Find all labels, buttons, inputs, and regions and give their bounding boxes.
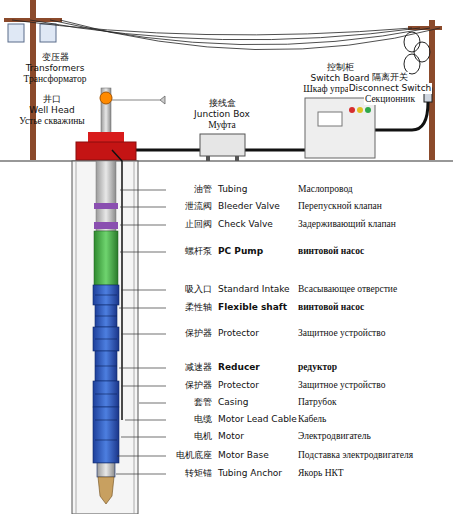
part-label: Кабель — [298, 414, 326, 425]
leader-line — [121, 290, 166, 291]
part-label: Устье скважины — [19, 116, 84, 127]
part-label: Электродвигатель — [298, 431, 371, 442]
part-label: Якорь НКТ — [298, 468, 344, 479]
part-label: Junction Box — [194, 109, 250, 120]
part-label: 套管 — [194, 397, 212, 408]
part-label: Перепускной клапан — [298, 201, 382, 212]
power-cable — [122, 102, 428, 150]
part-label: Секционник — [364, 94, 416, 105]
wellhead-base — [76, 142, 136, 160]
part-label: Муфта — [208, 120, 235, 131]
part-label: Bleeder Valve — [218, 201, 280, 212]
part-label: Tubing Anchor — [218, 468, 282, 479]
part-label: PC Pump — [218, 246, 263, 257]
part-label: Protector — [218, 328, 259, 339]
ground-line — [0, 160, 453, 161]
part-label: Маслопровод — [298, 184, 353, 195]
leader-line — [121, 334, 166, 335]
part-label: 泄流阀 — [185, 201, 212, 212]
part-label: 止回阀 — [185, 219, 212, 230]
leader-line — [120, 225, 166, 226]
part-label: Disconnect Switch — [348, 83, 433, 94]
leader-line — [119, 308, 166, 309]
downhole-assembly — [93, 285, 119, 477]
part-label: Защитное устройство — [298, 380, 385, 391]
part-label: 保护器 — [185, 328, 212, 339]
motor-lead-cable — [112, 150, 122, 420]
part-label: винтовой насос — [298, 246, 364, 257]
leader-line — [116, 474, 166, 475]
part-label: Motor Lead Cable — [218, 414, 297, 425]
tubing-anchor — [98, 477, 114, 504]
part-label: 电机底座 — [176, 450, 212, 461]
part-label: Подставка электродвигателя — [298, 450, 413, 461]
leader-line — [121, 386, 166, 387]
leader-line — [119, 368, 166, 369]
part-label: Transformers — [26, 63, 85, 74]
part-label: Tubing — [218, 184, 247, 195]
part-label: Всасывающее отверстие — [298, 284, 397, 295]
check-valve — [94, 222, 118, 229]
power-lines — [12, 20, 440, 50]
joint-bands — [95, 295, 117, 440]
part-label: Motor Base — [218, 450, 269, 461]
leader-line — [125, 420, 166, 421]
pc-pump — [94, 231, 118, 285]
part-label: Reducer — [218, 362, 260, 373]
wellhead-stem — [101, 88, 111, 134]
pole-crossbar — [408, 26, 442, 30]
control-cabinet — [305, 98, 375, 158]
transformer — [40, 24, 56, 42]
part-label: Casing — [218, 397, 248, 408]
part-label: Protector — [218, 380, 259, 391]
part-label: Патрубок — [298, 397, 337, 408]
part-label: 接线盒 — [209, 98, 236, 109]
part-label: 控制柜 — [327, 62, 354, 73]
part-label: 柔性轴 — [185, 302, 212, 313]
wellhead-flange — [88, 132, 124, 142]
leader-line — [120, 252, 166, 253]
leader-line — [139, 403, 166, 404]
part-label: Flexible shaft — [218, 302, 287, 313]
bleeder-valve — [94, 203, 118, 209]
part-label: 螺杆泵 — [185, 246, 212, 257]
casing — [72, 161, 138, 514]
part-label: 转矩锚 — [185, 468, 212, 479]
leader-lines — [116, 190, 166, 474]
part-label: редуктор — [298, 362, 337, 373]
part-label: 电机 — [194, 431, 212, 442]
part-label: 隔离开关 — [371, 72, 409, 83]
part-label: Задерживающий клапан — [298, 219, 396, 230]
leader-line — [117, 456, 166, 457]
tubing — [96, 161, 116, 231]
part-label: Трансформатор — [24, 74, 87, 85]
part-label: 电缆 — [194, 414, 212, 425]
junction-box — [200, 134, 245, 156]
part-label: Standard Intake — [218, 284, 290, 295]
part-label: Well Head — [29, 105, 74, 116]
leader-line — [120, 207, 166, 208]
part-label: 变压器 — [42, 52, 69, 63]
part-label: Check Valve — [218, 219, 273, 230]
part-label: 油管 — [194, 184, 212, 195]
part-label: винтовой насос — [298, 302, 364, 313]
leader-line — [121, 437, 166, 438]
part-label: Защитное устройство — [298, 328, 385, 339]
part-label: 井口 — [43, 94, 61, 105]
part-label: Motor — [218, 431, 244, 442]
leader-line — [120, 190, 166, 191]
part-label: 减速器 — [185, 362, 212, 373]
part-label: 吸入口 — [185, 284, 212, 295]
part-label: 保护器 — [185, 380, 212, 391]
transformer — [8, 24, 24, 42]
